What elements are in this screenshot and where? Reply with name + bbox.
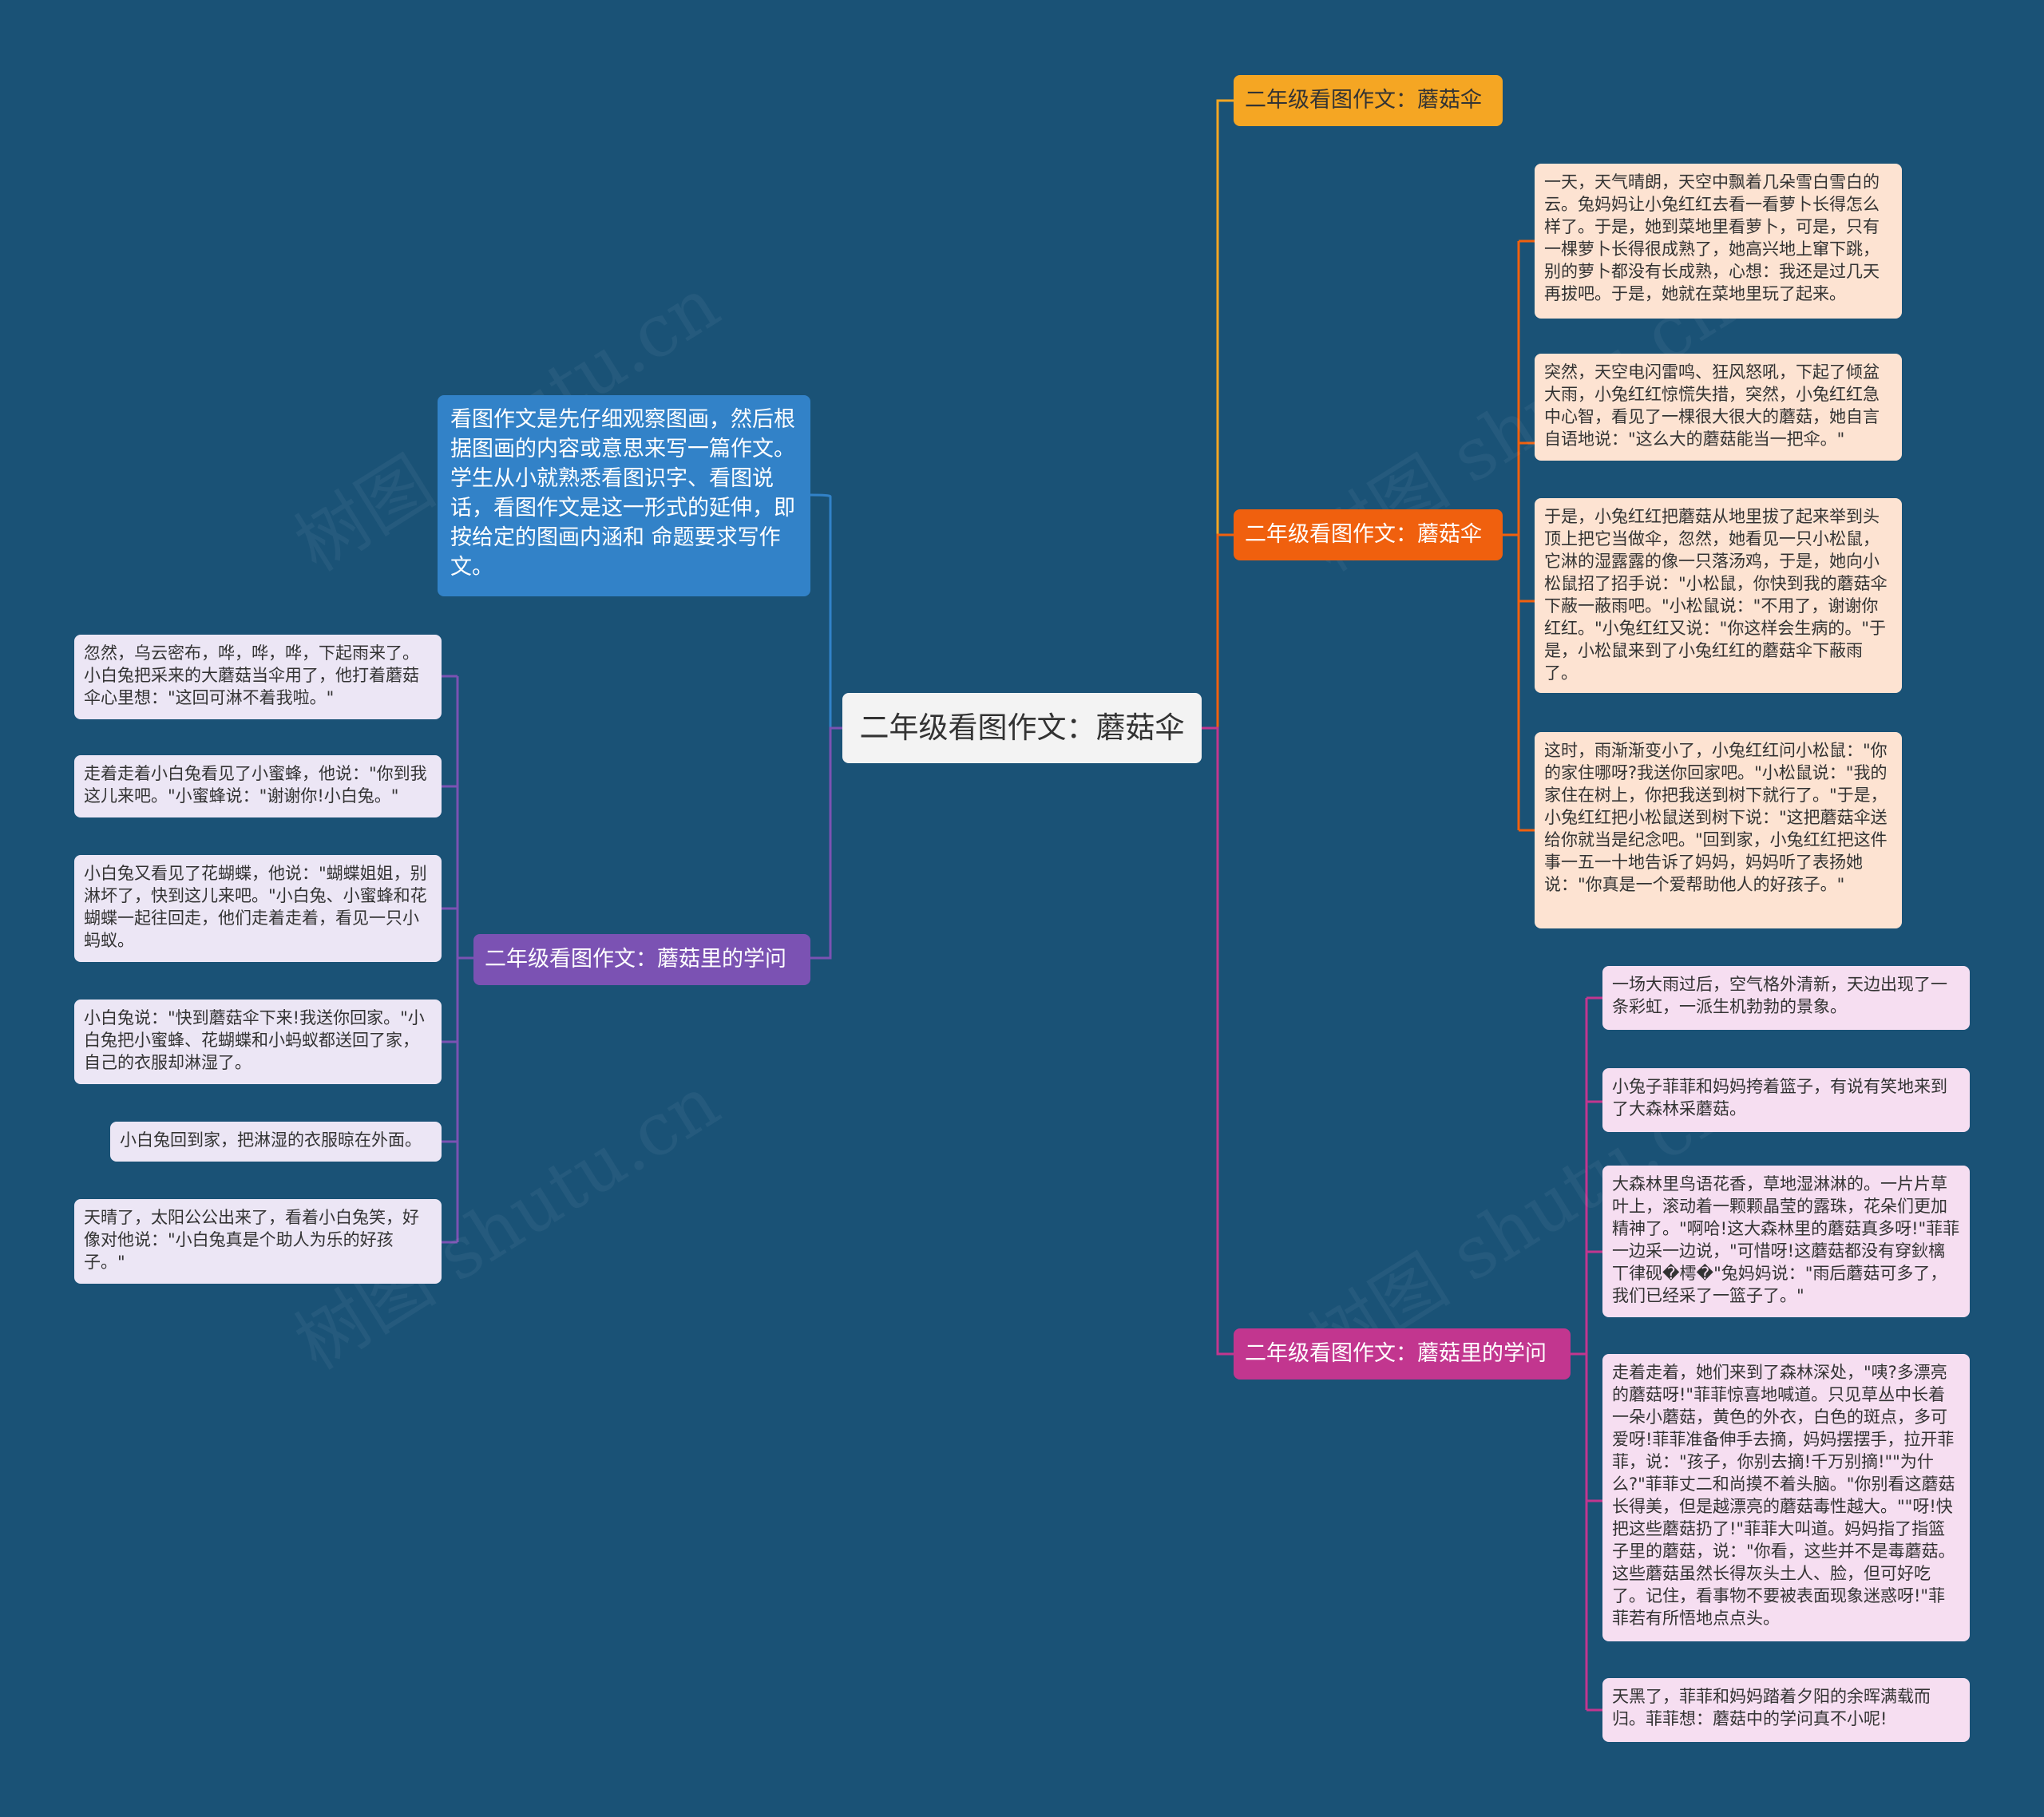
leaf-knowledge-paragraph[interactable]: 天黑了，菲菲和妈妈踏着夕阳的余晖满载而归。菲菲想：蘑菇中的学问真不小呢! — [1602, 1678, 1970, 1742]
intro-note[interactable]: 看图作文是先仔细观察图画，然后根据图画的内容或意思来写一篇作文。学生从小就熟悉看… — [438, 395, 810, 596]
leaf-umbrella-paragraph[interactable]: 这时，雨渐渐变小了，小兔红红问小松鼠："你的家住哪呀?我送你回家吧。"小松鼠说：… — [1535, 732, 1902, 928]
leaf-umbrella-paragraph[interactable]: 一天，天气晴朗，天空中飘着几朵雪白雪白的云。兔妈妈让小兔红红去看一看萝卜长得怎么… — [1535, 164, 1902, 319]
branch-mushroom-knowledge-right[interactable]: 二年级看图作文：蘑菇里的学问 — [1234, 1328, 1571, 1380]
leaf-knowledge-paragraph[interactable]: 小兔子菲菲和妈妈挎着篮子，有说有笑地来到了大森林采蘑菇。 — [1602, 1068, 1970, 1132]
leaf-rabbit-paragraph[interactable]: 小白兔又看见了花蝴蝶，他说："蝴蝶姐姐，别淋坏了，快到这儿来吧。"小白兔、小蜜蜂… — [74, 855, 442, 962]
link-root-intro — [810, 493, 842, 730]
leaf-umbrella-paragraph[interactable]: 突然，天空电闪雷鸣、狂风怒吼，下起了倾盆大雨，小兔红红惊慌失措，突然，小兔红红急… — [1535, 354, 1902, 461]
link-root-branch3 — [1202, 726, 1234, 1356]
branch-mushroom-knowledge-left[interactable]: 二年级看图作文：蘑菇里的学问 — [473, 934, 810, 985]
leaf-rabbit-paragraph[interactable]: 忽然，乌云密布，哗，哗，哗，下起雨来了。小白兔把采来的大蘑菇当伞用了，他打着蘑菇… — [74, 635, 442, 719]
branch-mushroom-umbrella-2[interactable]: 二年级看图作文：蘑菇伞 — [1234, 509, 1503, 560]
leaf-knowledge-paragraph[interactable]: 走着走着，她们来到了森林深处，"咦?多漂亮的蘑菇呀!"菲菲惊喜地喊道。只见草丛中… — [1602, 1354, 1970, 1641]
leaf-rabbit-paragraph[interactable]: 小白兔回到家，把淋湿的衣服晾在外面。 — [110, 1122, 442, 1162]
link-branch2-leaves — [1503, 239, 1535, 832]
leaf-knowledge-paragraph[interactable]: 大森林里鸟语花香，草地湿淋淋的。一片片草叶上，滚动着一颗颗晶莹的露珠，花朵们更加… — [1602, 1166, 1970, 1317]
link-branch3-leaves — [1571, 996, 1602, 1712]
leaf-rabbit-paragraph[interactable]: 天晴了，太阳公公出来了，看着小白兔笑，好像对他说："小白兔真是个助人为乐的好孩子… — [74, 1199, 442, 1284]
root-topic[interactable]: 二年级看图作文：蘑菇伞 — [842, 693, 1202, 763]
link-root-branch2 — [1202, 533, 1234, 730]
leaf-rabbit-paragraph[interactable]: 小白兔说："快到蘑菇伞下来!我送你回家。"小白兔把小蜜蜂、花蝴蝶和小蚂蚁都送回了… — [74, 1000, 442, 1084]
leaf-rabbit-paragraph[interactable]: 走着走着小白兔看见了小蜜蜂，他说："你到我这儿来吧。"小蜜蜂说："谢谢你!小白兔… — [74, 755, 442, 817]
link-branch4-leaves — [442, 675, 473, 1244]
leaf-umbrella-paragraph[interactable]: 于是，小兔红红把蘑菇从地里拔了起来举到头顶上把它当做伞，忽然，她看见一只小松鼠，… — [1535, 498, 1902, 693]
link-root-branch4 — [810, 726, 842, 960]
leaf-knowledge-paragraph[interactable]: 一场大雨过后，空气格外清新，天边出现了一条彩虹，一派生机勃勃的景象。 — [1602, 966, 1970, 1030]
branch-mushroom-umbrella-1[interactable]: 二年级看图作文：蘑菇伞 — [1234, 75, 1503, 126]
